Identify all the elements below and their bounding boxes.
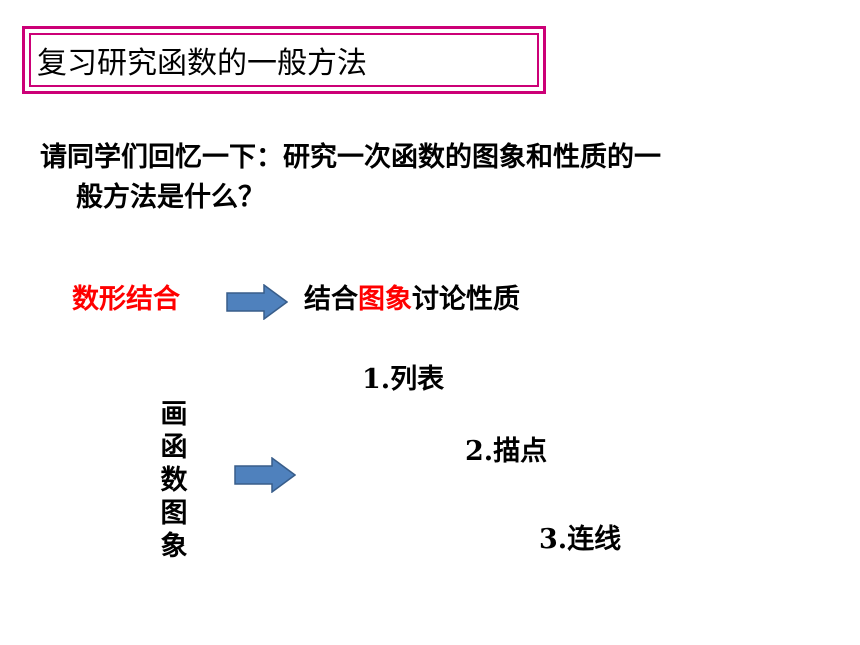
step-1-text: 列表 (390, 364, 445, 395)
step-2: 2.描点 (465, 434, 547, 470)
result-prefix: 结合 (304, 284, 358, 315)
result-highlight: 图象 (358, 284, 412, 315)
step-3: 3.连线 (539, 522, 621, 558)
slide-title-inner-frame: 复习研究函数的一般方法 (29, 33, 539, 87)
draw-graph-char: 画 (160, 399, 188, 430)
result-suffix: 讨论性质 (412, 284, 520, 315)
draw-graph-char: 图 (160, 498, 188, 529)
right-arrow-icon (234, 457, 296, 493)
draw-graph-char: 象 (160, 531, 188, 562)
step-1-number: 1. (362, 364, 391, 395)
draw-graph-char: 函 (160, 432, 188, 463)
question-line-1: 请同学们回忆一下：研究一次函数的图象和性质的一 (40, 142, 661, 173)
question-text: 请同学们回忆一下：研究一次函数的图象和性质的一 般方法是什么？ (40, 138, 830, 218)
method-result: 结合图象讨论性质 (304, 280, 520, 320)
right-arrow-icon (226, 284, 288, 320)
step-1: 1.列表 (362, 362, 444, 398)
method-label: 数形结合 (72, 284, 180, 315)
step-2-number: 2. (465, 436, 494, 467)
slide-title-frame: 复习研究函数的一般方法 (22, 26, 546, 94)
draw-graph-char: 数 (160, 465, 188, 496)
slide-title: 复习研究函数的一般方法 (37, 46, 367, 81)
question-line-2: 般方法是什么？ (76, 182, 265, 213)
step-2-text: 描点 (493, 436, 548, 467)
draw-graph-vertical-text: 画 函 数 图 象 (156, 398, 192, 563)
step-3-number: 3. (539, 524, 568, 555)
step-3-text: 连线 (567, 524, 622, 555)
